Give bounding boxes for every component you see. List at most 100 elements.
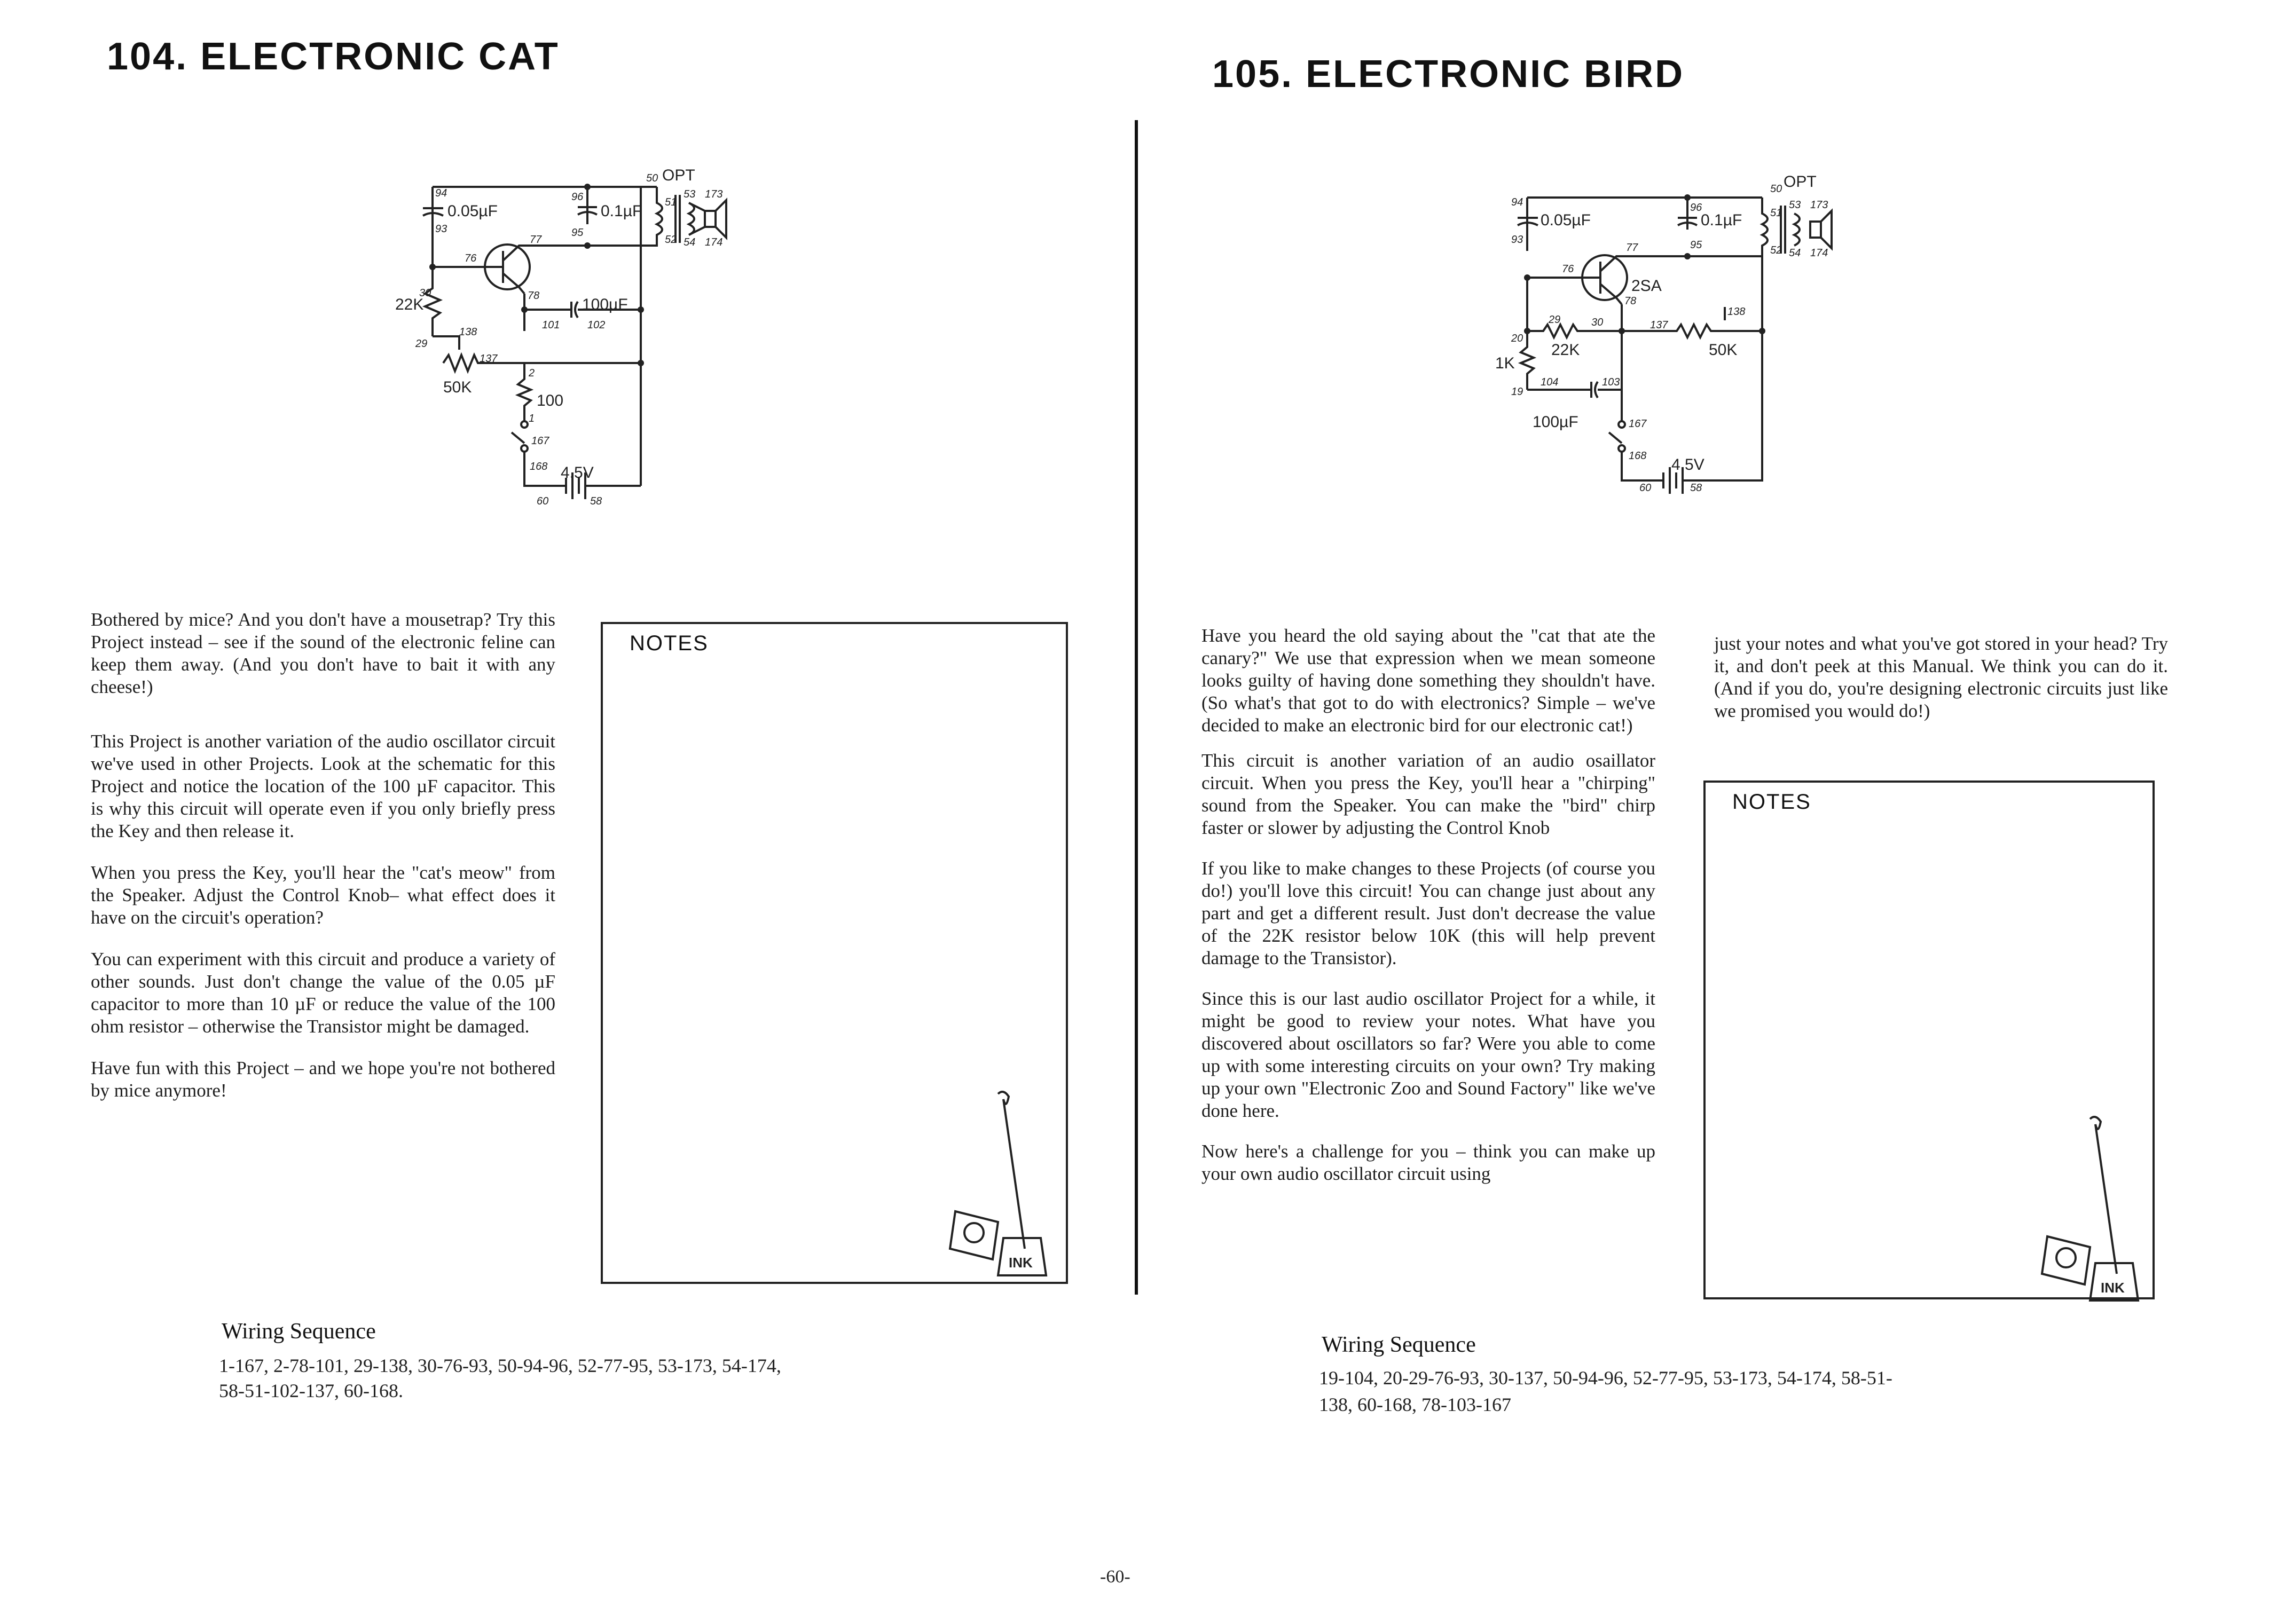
schematic-label: OPT bbox=[662, 167, 695, 184]
terminal-label: 58 bbox=[1690, 482, 1702, 494]
paragraph: When you press the Key, you'll hear the … bbox=[91, 862, 555, 928]
terminal-label: 29 bbox=[1548, 314, 1560, 326]
terminal-label: 93 bbox=[435, 223, 447, 235]
terminal-label: 60 bbox=[537, 495, 548, 507]
terminal-label: 52 bbox=[665, 234, 677, 246]
wiring-sequence-line: 58-51-102-137, 60-168. bbox=[219, 1380, 403, 1401]
terminal-label: 168 bbox=[1629, 450, 1646, 462]
schematic-label: 100 bbox=[537, 392, 563, 409]
paragraph: You can experiment with this circuit and… bbox=[91, 949, 555, 1037]
terminal-label: 50 bbox=[646, 172, 658, 184]
terminal-label: 96 bbox=[571, 191, 584, 203]
terminal-label: 138 bbox=[1727, 306, 1745, 318]
terminal-label: 30 bbox=[419, 287, 431, 299]
terminal-label: 51 bbox=[665, 196, 677, 208]
left-text-column: Bothered by mice? And you don't have a m… bbox=[91, 609, 555, 1102]
terminal-label: 51 bbox=[1770, 207, 1782, 219]
mascot-badge: INK bbox=[2101, 1280, 2125, 1296]
terminal-label: 174 bbox=[705, 236, 722, 248]
electronic-bird-schematic: OPT 0.05µF 0.1µF 2SA 22K 50K 1K 100µF 4.… bbox=[1495, 173, 1833, 494]
notes-label: NOTES bbox=[630, 632, 709, 655]
terminal-label: 96 bbox=[1690, 202, 1702, 214]
terminal-label: 53 bbox=[684, 188, 695, 200]
terminal-label: 2 bbox=[528, 367, 535, 379]
paragraph: Have fun with this Project – and we hope… bbox=[91, 1058, 555, 1101]
terminal-label: 94 bbox=[1511, 196, 1523, 208]
paragraph: Bothered by mice? And you don't have a m… bbox=[91, 609, 555, 697]
wiring-sequence-line: 138, 60-168, 78-103-167 bbox=[1319, 1394, 1511, 1415]
terminal-label: 173 bbox=[705, 188, 722, 200]
terminal-label: 54 bbox=[684, 236, 695, 248]
terminal-label: 29 bbox=[415, 338, 427, 350]
paragraph: If you like to make changes to these Pro… bbox=[1201, 858, 1655, 968]
terminal-label: 95 bbox=[1690, 239, 1702, 251]
terminal-label: 53 bbox=[1789, 199, 1801, 211]
terminal-label: 1 bbox=[529, 413, 535, 424]
paragraph: Have you heard the old saying about the … bbox=[1201, 625, 1655, 736]
schematic-label: 50K bbox=[443, 379, 472, 396]
terminal-label: 174 bbox=[1810, 247, 1828, 259]
terminal-label: 93 bbox=[1511, 234, 1523, 246]
terminal-label: 54 bbox=[1789, 247, 1801, 259]
terminal-label: 76 bbox=[465, 253, 477, 264]
ink-mascot-image: INK bbox=[2040, 1116, 2140, 1302]
ink-mascot-image: INK bbox=[948, 1091, 1048, 1276]
schematic-label: 50K bbox=[1709, 341, 1737, 359]
paragraph: Now here's a challenge for you – think y… bbox=[1201, 1141, 1655, 1184]
mascot-badge: INK bbox=[1009, 1255, 1033, 1271]
terminal-label: 138 bbox=[459, 326, 477, 338]
page-number: -60- bbox=[1100, 1567, 1130, 1587]
wiring-sequence-title: Wiring Sequence bbox=[222, 1319, 376, 1344]
paragraph: just your notes and what you've got stor… bbox=[1714, 633, 2168, 721]
schematic-label: 0.1µF bbox=[601, 202, 642, 220]
right-text-column-2: just your notes and what you've got stor… bbox=[1714, 633, 2168, 722]
terminal-label: 50 bbox=[1770, 183, 1782, 195]
schematic-label: 0.05µF bbox=[447, 202, 498, 220]
schematic-label: 4.5V bbox=[561, 464, 594, 482]
schematic-label: 2SA bbox=[1631, 277, 1662, 295]
terminal-label: 168 bbox=[530, 461, 547, 472]
terminal-label: 77 bbox=[530, 234, 542, 246]
terminal-label: 20 bbox=[1511, 333, 1523, 344]
terminal-label: 58 bbox=[590, 495, 602, 507]
terminal-label: 95 bbox=[571, 227, 584, 239]
electronic-cat-schematic: OPT 0.05µF 0.1µF 100µF 22K 50K 100 4.5V … bbox=[395, 167, 727, 507]
notes-box: NOTES INK bbox=[601, 622, 1068, 1284]
notes-box: NOTES INK bbox=[1703, 781, 2155, 1302]
terminal-label: 30 bbox=[1591, 317, 1603, 328]
terminal-label: 137 bbox=[480, 353, 498, 365]
terminal-label: 60 bbox=[1639, 482, 1651, 494]
schematic-label: 22K bbox=[1551, 341, 1580, 359]
terminal-label: 78 bbox=[1624, 295, 1636, 307]
terminal-label: 76 bbox=[1562, 263, 1574, 275]
schematic-label: 4.5V bbox=[1671, 456, 1704, 474]
terminal-label: 167 bbox=[531, 435, 549, 447]
terminal-label: 101 bbox=[542, 319, 560, 331]
wiring-sequence-line: 1-167, 2-78-101, 29-138, 30-76-93, 50-94… bbox=[219, 1355, 781, 1376]
schematic-label: 100µF bbox=[582, 296, 628, 313]
wiring-sequence-line: 19-104, 20-29-76-93, 30-137, 50-94-96, 5… bbox=[1319, 1367, 1892, 1389]
terminal-label: 103 bbox=[1602, 376, 1620, 388]
right-text-column-1: Have you heard the old saying about the … bbox=[1201, 625, 1655, 1185]
wiring-sequence-title: Wiring Sequence bbox=[1322, 1333, 1476, 1357]
terminal-label: 77 bbox=[1626, 242, 1638, 254]
paragraph: Since this is our last audio oscillator … bbox=[1201, 988, 1655, 1121]
terminal-label: 94 bbox=[435, 187, 447, 199]
terminal-label: 78 bbox=[528, 290, 539, 302]
center-divider-line bbox=[1135, 120, 1138, 1295]
terminal-label: 19 bbox=[1511, 386, 1523, 398]
terminal-label: 173 bbox=[1810, 199, 1828, 211]
left-page-title: 104. ELECTRONIC CAT bbox=[107, 35, 560, 78]
terminal-label: 104 bbox=[1541, 376, 1558, 388]
schematic-label: 0.05µF bbox=[1541, 211, 1591, 229]
notes-label: NOTES bbox=[1732, 790, 1811, 814]
paragraph: This circuit is another variation of an … bbox=[1201, 750, 1655, 838]
schematic-label: OPT bbox=[1784, 173, 1817, 191]
terminal-label: 102 bbox=[587, 319, 605, 331]
paragraph: This Project is another variation of the… bbox=[91, 731, 555, 841]
right-page-title: 105. ELECTRONIC BIRD bbox=[1212, 53, 1685, 96]
schematic-label: 22K bbox=[395, 296, 423, 313]
terminal-label: 52 bbox=[1770, 245, 1782, 256]
schematic-label: 100µF bbox=[1533, 413, 1578, 431]
terminal-label: 167 bbox=[1629, 418, 1647, 430]
